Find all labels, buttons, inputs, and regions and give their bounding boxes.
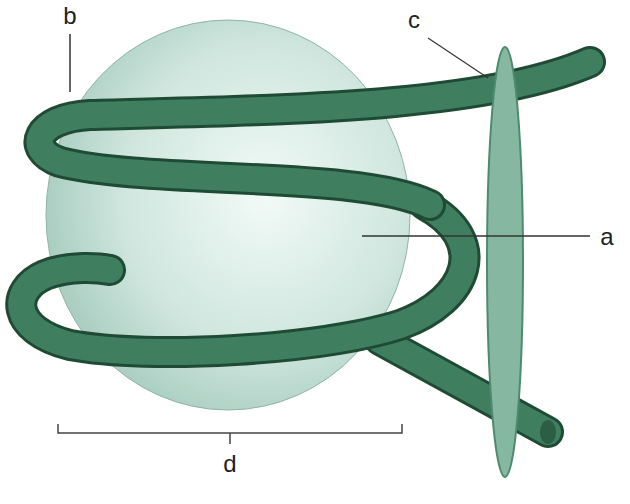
dna-tail <box>380 340 548 432</box>
dna-wrap <box>21 205 464 352</box>
leader-line <box>428 38 488 78</box>
part-label: a <box>600 225 613 249</box>
dna-tail <box>380 340 548 432</box>
dna-wrap <box>21 205 464 352</box>
leader-line <box>362 235 590 237</box>
part-label: d <box>223 452 236 476</box>
dimension-bracket <box>58 424 402 444</box>
part-label: c <box>408 8 420 32</box>
linker-histone-disc <box>487 47 523 477</box>
part-label: b <box>63 4 76 28</box>
leader-line <box>69 34 71 92</box>
dna-end <box>540 420 556 444</box>
